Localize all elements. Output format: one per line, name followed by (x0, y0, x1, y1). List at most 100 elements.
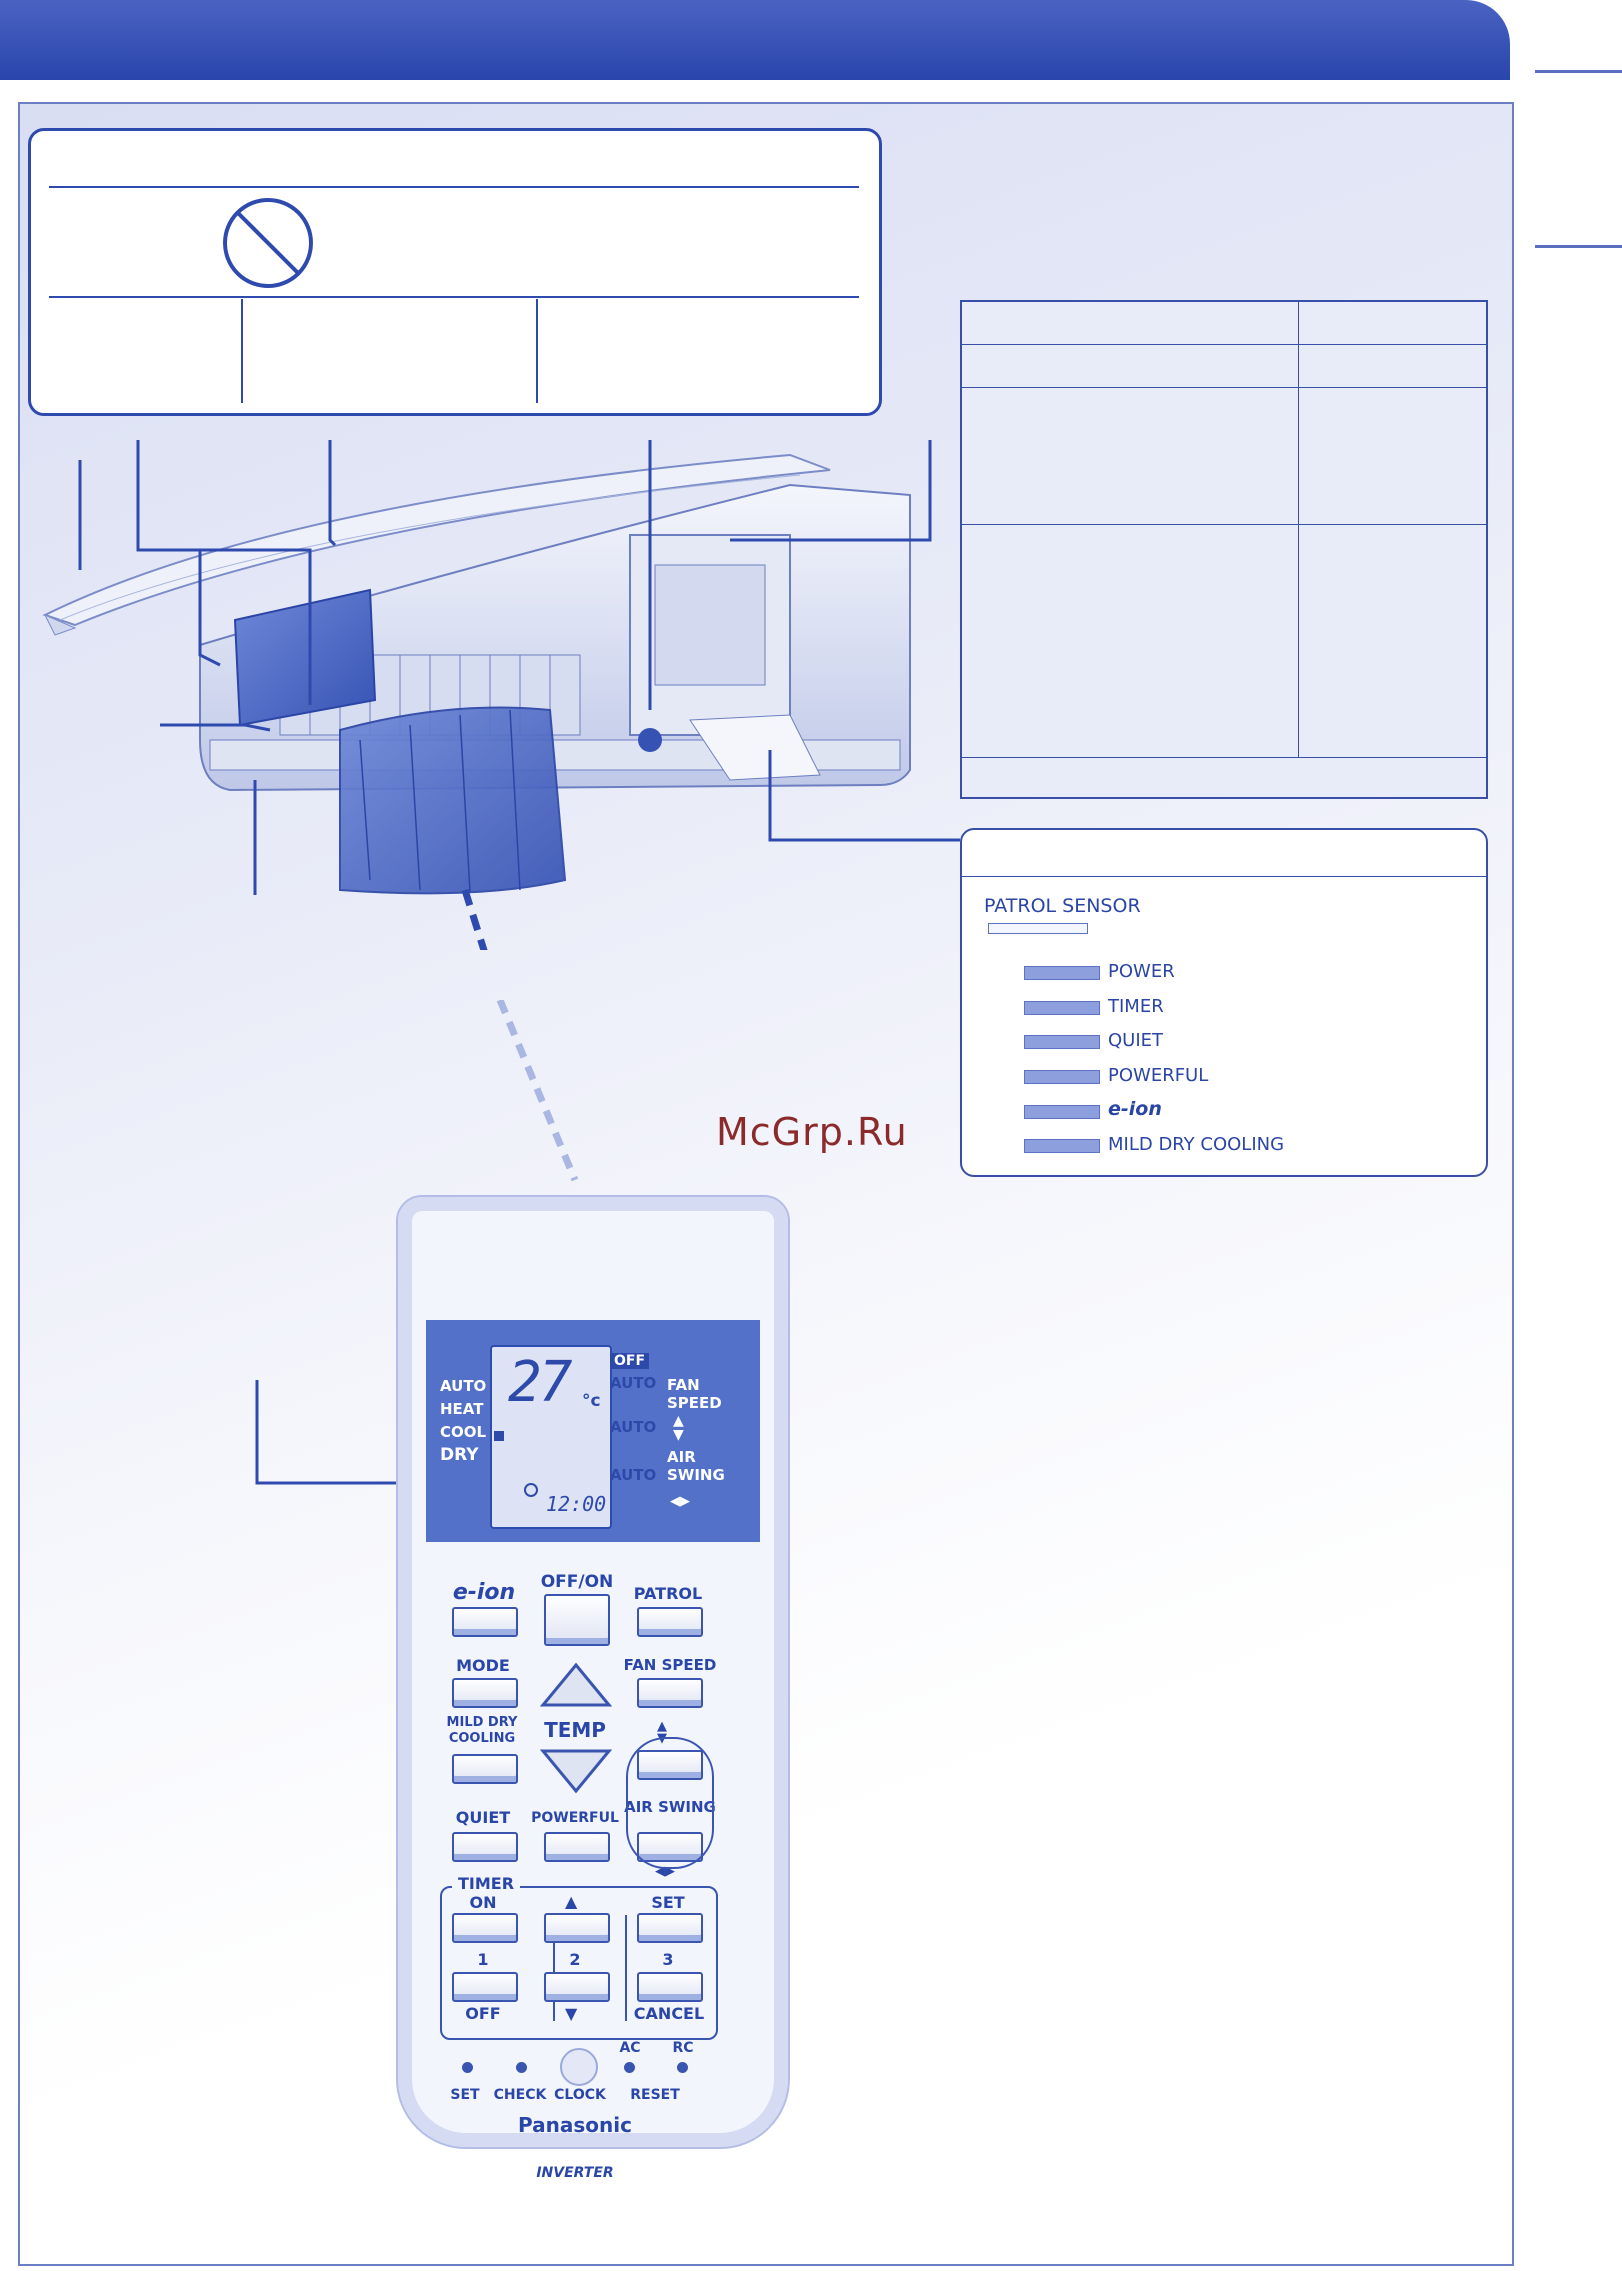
powerful-indicator-bar (1024, 1070, 1100, 1084)
check-pin-button[interactable] (516, 2062, 527, 2073)
timer-group-frame (440, 1886, 718, 2040)
dashed-leader-line (496, 1000, 579, 1182)
mode-button-label: MODE (456, 1656, 510, 1675)
inverter-logo: INVERTER (536, 2165, 614, 2181)
brand-logo: Panasonic (518, 2113, 632, 2137)
table-row-divider (962, 524, 1486, 525)
quiet-indicator-label: QUIET (1108, 1030, 1164, 1051)
temp-up-button[interactable] (540, 1662, 612, 1708)
clock-label: CLOCK (554, 2087, 606, 2103)
ac-label: AC (619, 2040, 641, 2056)
powerful-indicator-label: POWERFUL (1108, 1065, 1209, 1086)
timer-indicator-bar (1024, 1001, 1100, 1015)
timer-divider (553, 1915, 555, 2021)
watermark-text: McGrp.Ru (716, 1110, 908, 1154)
lcd-clock-icon (524, 1483, 538, 1497)
temp-label: TEMP (544, 1718, 606, 1742)
air-conditioner-illustration (42, 440, 960, 950)
three-label: 3 (662, 1950, 674, 1969)
air-swing-button-label: AIR SWING (624, 1798, 716, 1816)
mode-heat-label: HEAT (440, 1400, 484, 1418)
offon-button[interactable] (544, 1594, 610, 1646)
remote-lcd (490, 1345, 612, 1529)
caution-divider (241, 299, 243, 403)
spec-table (960, 300, 1488, 799)
power-indicator-bar (1024, 966, 1100, 980)
eion-button[interactable] (452, 1607, 518, 1637)
fan-speed-button[interactable] (637, 1678, 703, 1708)
mode-button[interactable] (452, 1678, 518, 1708)
powerful-button-label: POWERFUL (531, 1810, 619, 1826)
table-col-divider (1298, 302, 1299, 757)
caution-rule (49, 186, 859, 188)
lcd-fan-auto: AUTO (610, 1374, 657, 1392)
eion-indicator-bar (1024, 1105, 1100, 1119)
patrol-sensor-label: PATROL SENSOR (984, 895, 1141, 917)
caution-rule (49, 296, 859, 298)
check-label: CHECK (493, 2087, 547, 2103)
lcd-temperature: 27 (508, 1350, 572, 1415)
set-small-label: SET (450, 2087, 480, 2103)
fan-speed-display-label: FAN SPEED (667, 1376, 722, 1412)
lcd-swing-auto-1: AUTO (610, 1418, 657, 1436)
header-bar (0, 0, 1510, 80)
clock-button[interactable] (560, 2048, 598, 2086)
rc-reset-pin-button[interactable] (677, 2062, 688, 2073)
air-swing-bracket (626, 1737, 714, 1869)
lcd-swing-auto-2: AUTO (610, 1466, 657, 1484)
side-rule-top (1535, 70, 1622, 73)
air-swing-display-label: AIR SWING (667, 1448, 725, 1484)
mode-dry-label: DRY (440, 1445, 479, 1465)
table-row-divider (962, 757, 1486, 758)
eion-indicator-label: e-ion (1108, 1098, 1162, 1120)
lcd-fan-off: OFF (610, 1353, 650, 1369)
timer-down-button[interactable] (544, 1972, 610, 2002)
lcd-temp-unit: °c (582, 1391, 601, 1411)
table-row-divider (962, 387, 1486, 388)
temp-down-button[interactable] (540, 1748, 612, 1794)
patrol-button-label: PATROL (633, 1584, 703, 1603)
indicator-panel: PATROL SENSOR POWER TIMER QUIET POWERFUL… (960, 828, 1488, 1177)
quiet-button-label: QUIET (455, 1808, 511, 1827)
mode-cool-label: COOL (440, 1423, 487, 1441)
fan-speed-updown-icon: ▲▼ (673, 1413, 684, 1443)
powerful-button[interactable] (544, 1832, 610, 1862)
timer-off-button[interactable] (452, 1972, 518, 2002)
timer-indicator-label: TIMER (1108, 996, 1164, 1017)
mild-dry-cooling-button[interactable] (452, 1754, 518, 1784)
timer-on-button[interactable] (452, 1913, 518, 1943)
reset-label: RESET (630, 2087, 680, 2103)
air-swing-leftright-icon: ◀▶ (670, 1494, 690, 1509)
mode-auto-label: AUTO (440, 1377, 487, 1395)
timer-off-label: OFF (465, 2004, 501, 2023)
quiet-button[interactable] (452, 1832, 518, 1862)
power-indicator-label: POWER (1108, 961, 1175, 982)
ac-reset-pin-button[interactable] (624, 2062, 635, 2073)
fan-speed-button-label: FAN SPEED (623, 1656, 717, 1674)
patrol-button[interactable] (637, 1607, 703, 1637)
timer-set-button[interactable] (637, 1913, 703, 1943)
panel-rule (962, 876, 1486, 877)
mild-dry-indicator-label: MILD DRY COOLING (1108, 1134, 1285, 1155)
side-rule-bottom (1535, 245, 1622, 248)
eion-button-label: e-ion (452, 1580, 516, 1605)
rc-label: RC (672, 2040, 694, 2056)
two-label: 2 (569, 1950, 581, 1969)
offon-button-label: OFF/ON (540, 1572, 614, 1592)
table-row-divider (962, 344, 1486, 345)
set-pin-button[interactable] (462, 2062, 473, 2073)
quiet-indicator-bar (1024, 1035, 1100, 1049)
timer-cancel-button[interactable] (637, 1972, 703, 2002)
timer-up-button[interactable] (544, 1913, 610, 1943)
mild-dry-indicator-bar (1024, 1139, 1100, 1153)
patrol-sensor-bar (988, 923, 1088, 934)
timer-up-icon: ▲ (565, 1892, 578, 1911)
lcd-clock: 12:00 (546, 1492, 607, 1516)
one-label: 1 (477, 1950, 489, 1969)
timer-down-icon: ▼ (565, 2004, 578, 2023)
timer-divider (625, 1915, 627, 2021)
caution-divider (536, 299, 538, 403)
timer-label: TIMER (452, 1874, 520, 1893)
mild-dry-button-label: MILD DRY COOLING (446, 1715, 518, 1746)
timer-on-label: ON (469, 1893, 497, 1912)
